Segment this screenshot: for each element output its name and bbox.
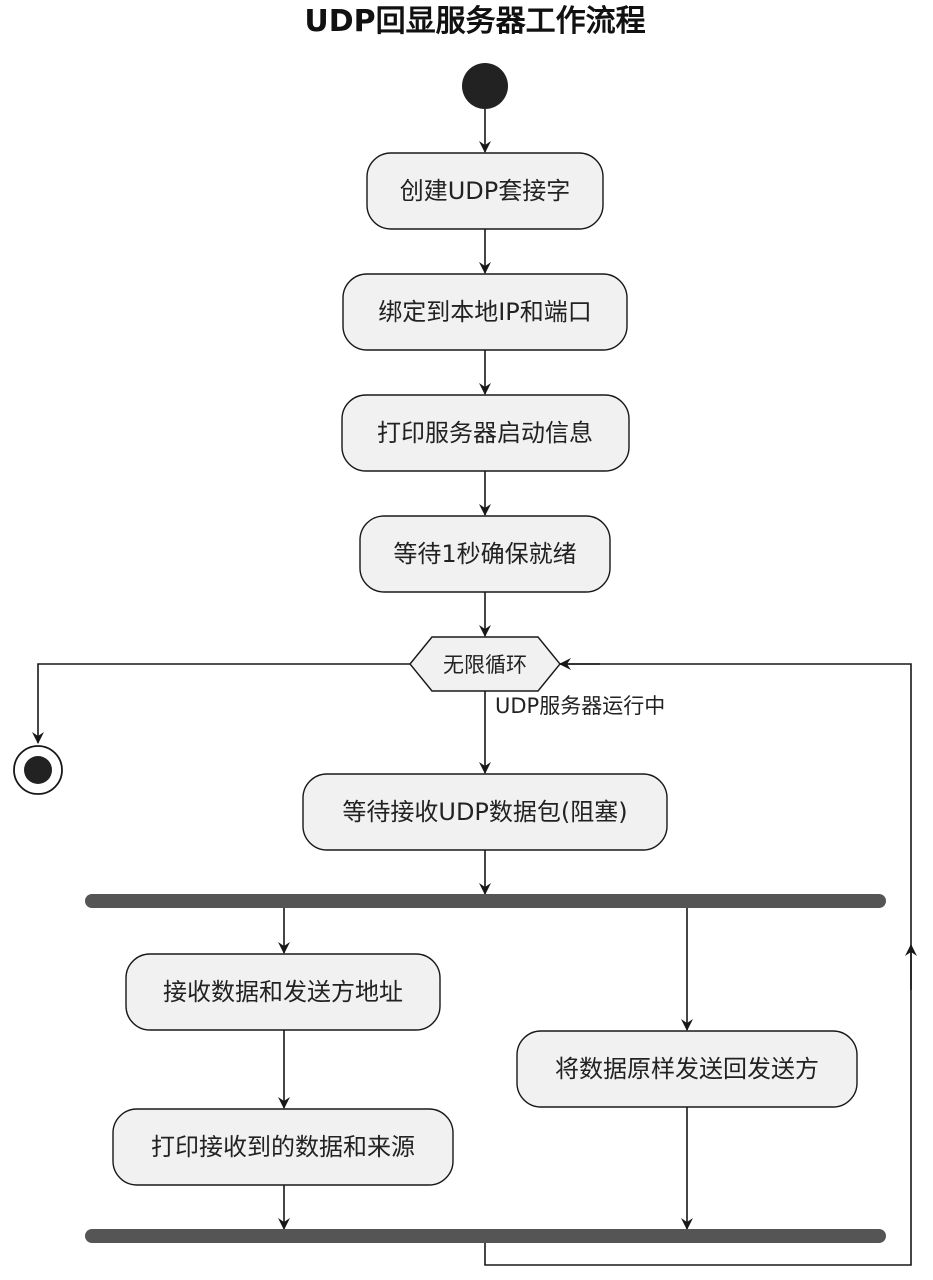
start-node (462, 63, 508, 109)
action-print-recv: 打印接收到的数据和来源 (112, 1108, 454, 1186)
action-bind-label: 绑定到本地IP和端口 (378, 298, 592, 326)
action-wait-recv: 等待接收UDP数据包(阻塞) (302, 773, 668, 851)
diagram-title: UDP回显服务器工作流程 (304, 4, 645, 39)
fork-bar (85, 894, 886, 908)
loop-label: 无限循环 (443, 653, 527, 677)
action-wait-ready: 等待1秒确保就绪 (359, 515, 611, 593)
action-print-start-label: 打印服务器启动信息 (377, 419, 593, 447)
action-recv-data: 接收数据和发送方地址 (125, 953, 441, 1031)
loop-hexagon: 无限循环 (409, 636, 561, 692)
loop-running-label: UDP服务器运行中 (495, 694, 665, 718)
action-echo-back: 将数据原样发送回发送方 (516, 1030, 858, 1108)
action-print-start: 打印服务器启动信息 (341, 394, 630, 472)
edge-loop-back (484, 663, 912, 1266)
action-echo-back-label: 将数据原样发送回发送方 (555, 1055, 819, 1083)
action-print-recv-label: 打印接收到的数据和来源 (151, 1133, 415, 1161)
edge-loop-exit (32, 663, 410, 744)
action-wait-ready-label: 等待1秒确保就绪 (393, 540, 576, 568)
action-wait-recv-label: 等待接收UDP数据包(阻塞) (342, 798, 627, 826)
action-create-socket-label: 创建UDP套接字 (400, 177, 571, 205)
action-recv-data-label: 接收数据和发送方地址 (163, 978, 403, 1006)
action-create-socket: 创建UDP套接字 (366, 152, 604, 230)
join-bar (85, 1229, 886, 1243)
action-bind: 绑定到本地IP和端口 (342, 273, 628, 351)
end-node (13, 745, 63, 795)
